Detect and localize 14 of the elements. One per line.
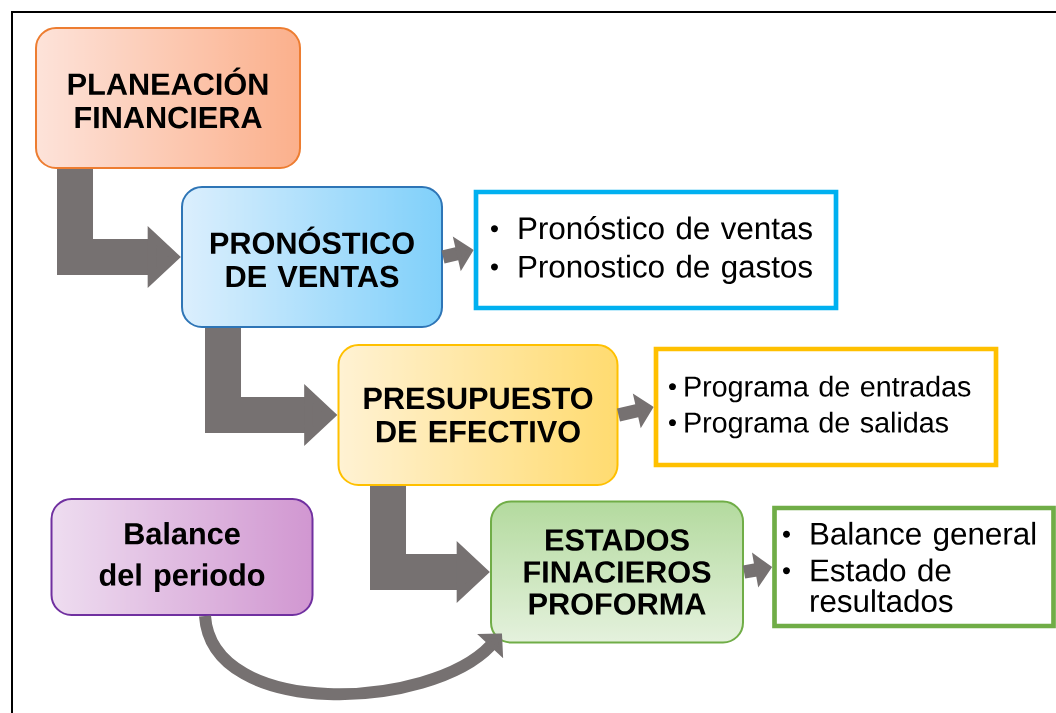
process-box: PRONÓSTICO DE VENTAS xyxy=(181,186,443,328)
bullet-item: Balance general xyxy=(783,521,1036,552)
bullet-item: Programa de salidas xyxy=(669,411,948,439)
process-box: Balance del periodo xyxy=(50,498,314,616)
bullet-list-box xyxy=(653,346,999,468)
bullet-list-box xyxy=(772,505,1056,629)
bullet-item: Pronóstico de ventas xyxy=(491,216,812,240)
bullet-item: Programa de entradas xyxy=(669,375,971,403)
process-box: ESTADOS FINACIEROS PROFORMA xyxy=(490,500,744,644)
bullet-item: Estado de resultados xyxy=(783,558,953,613)
bullet-item: Pronostico de gastos xyxy=(491,254,812,284)
process-box: PRESUPUESTO DE EFECTIVO xyxy=(337,344,619,486)
process-box: PLANEACIÓN FINANCIERA xyxy=(35,27,301,169)
bullet-list-box xyxy=(473,189,839,311)
